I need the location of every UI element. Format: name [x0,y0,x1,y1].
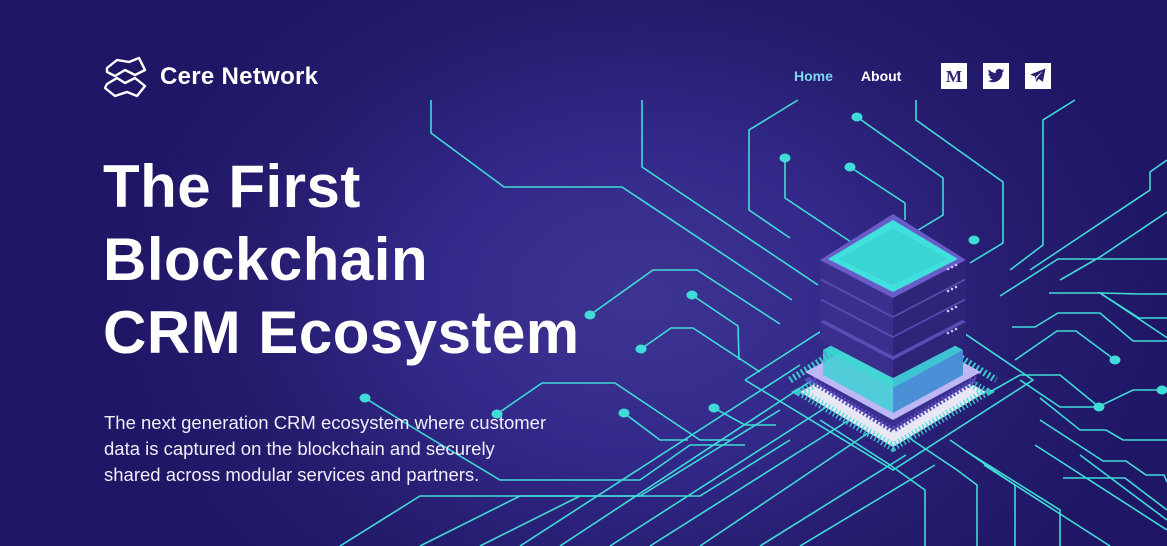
hero-subtitle-line: shared across modular services and partn… [104,464,480,485]
main-nav: Home About [794,68,929,84]
server-stack [820,214,966,378]
hero-subtitle: The next generation CRM ecosystem where … [104,410,604,488]
hero-title-line: Blockchain [103,226,429,293]
hero-title: The First Blockchain CRM Ecosystem [103,150,580,369]
medium-icon: M [946,67,962,85]
brand-logo[interactable]: Cere Network [103,56,318,98]
medium-link[interactable]: M [941,63,967,89]
hero-title-line: The First [103,153,361,220]
hero-subtitle-line: The next generation CRM ecosystem where … [104,412,547,433]
cere-logo-icon [103,56,147,98]
brand-name: Cere Network [160,63,319,90]
social-links: M [941,63,1067,89]
nav-home-link[interactable]: Home [794,68,833,84]
hero-subtitle-line: data is captured on the blockchain and s… [104,438,495,459]
site-header: Cere Network Home About M [0,0,1167,100]
telegram-link[interactable] [1025,63,1051,89]
hero-title-line: CRM Ecosystem [103,299,580,366]
svg-text:M: M [946,67,962,85]
twitter-link[interactable] [983,63,1009,89]
nav-about-link[interactable]: About [860,68,902,84]
twitter-icon [987,68,1005,83]
telegram-icon [1030,68,1046,82]
